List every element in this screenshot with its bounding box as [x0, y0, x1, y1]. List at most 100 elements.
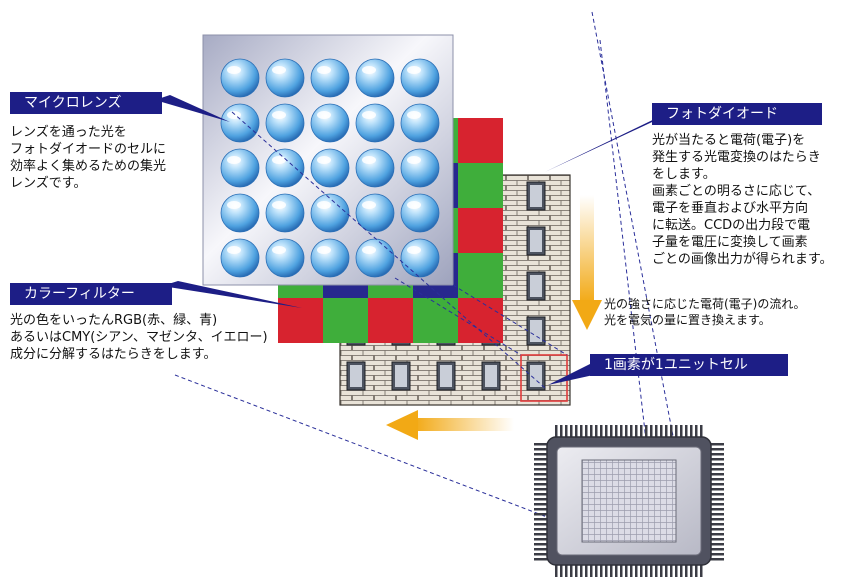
chip-pin — [595, 563, 598, 577]
chip-pin — [645, 563, 648, 577]
charge-flow-description: 光の強さに応じた電荷(電子)の流れ。 光を電気の量に置き換えます。 — [604, 297, 806, 327]
label-pointers — [155, 95, 680, 385]
microlens-highlight — [362, 66, 376, 74]
chip-pin — [675, 563, 678, 577]
chip-pin — [670, 425, 673, 439]
microlens-highlight — [272, 246, 286, 254]
photodiode-cell-window — [530, 230, 542, 252]
chip-pin — [710, 513, 724, 516]
microlens — [265, 148, 305, 188]
chip-pin — [534, 513, 548, 516]
chip-pin — [710, 488, 724, 491]
photodiode-cell-window — [530, 320, 542, 342]
chip-pin — [570, 563, 573, 577]
color-filter-cell — [413, 298, 458, 343]
microlens — [310, 148, 350, 188]
chip-pin — [534, 543, 548, 546]
chip-pin — [534, 488, 548, 491]
microlens-highlight — [227, 66, 241, 74]
chip-pin — [534, 463, 548, 466]
photodiode-cell-window — [350, 365, 362, 387]
chip-pin — [710, 443, 724, 446]
chip-pin — [700, 425, 703, 439]
chip-pin — [534, 533, 548, 536]
microlens-highlight — [227, 156, 241, 164]
chip-pin — [645, 425, 648, 439]
chip-pin — [534, 493, 548, 496]
chip-pin — [610, 425, 613, 439]
microlens — [400, 58, 440, 98]
chip-pin — [560, 425, 563, 439]
chip-pin — [590, 425, 593, 439]
chip-pin — [565, 425, 568, 439]
color-filter-cell — [458, 163, 503, 208]
chip-pin — [615, 425, 618, 439]
chip-pin — [605, 425, 608, 439]
chip-pin — [585, 425, 588, 439]
chip-pin — [690, 425, 693, 439]
chip-pin — [710, 453, 724, 456]
color-filter-cell — [458, 118, 503, 163]
color-filter-label: カラーフィルター — [10, 283, 172, 305]
ccd-chip-package — [534, 425, 724, 577]
microlens-array — [220, 58, 440, 278]
chip-pin — [710, 538, 724, 541]
chip-pin — [605, 563, 608, 577]
microlens-highlight — [317, 111, 331, 119]
chip-pin — [710, 493, 724, 496]
color-filter-cell — [323, 298, 368, 343]
microlens — [310, 238, 350, 278]
microlens — [355, 238, 395, 278]
chip-pin — [710, 458, 724, 461]
chip-pin — [625, 563, 628, 577]
horizontal-transfer-arrow — [386, 410, 514, 440]
chip-pin — [560, 563, 563, 577]
microlens — [400, 193, 440, 233]
photodiode-cell-window — [485, 365, 497, 387]
microlens — [310, 103, 350, 143]
chip-pin — [534, 558, 548, 561]
chip-pin — [610, 563, 613, 577]
chip-pin — [565, 563, 568, 577]
chip-pin — [534, 548, 548, 551]
chip-pin — [590, 563, 593, 577]
microlens — [220, 148, 260, 188]
microlens — [220, 238, 260, 278]
chip-pin — [585, 563, 588, 577]
chip-pin — [695, 563, 698, 577]
microlens — [355, 148, 395, 188]
microlens — [400, 103, 440, 143]
microlens-highlight — [407, 111, 421, 119]
chip-pin — [710, 508, 724, 511]
chip-pin — [710, 553, 724, 556]
microlens-highlight — [227, 246, 241, 254]
microlens — [220, 193, 260, 233]
microlens-highlight — [227, 201, 241, 209]
chip-pin — [630, 425, 633, 439]
chip-pin — [534, 498, 548, 501]
microlens-highlight — [272, 201, 286, 209]
microlens — [310, 193, 350, 233]
microlens-highlight — [407, 201, 421, 209]
color-filter-cell — [458, 253, 503, 298]
chip-pin — [710, 478, 724, 481]
microlens — [400, 238, 440, 278]
photodiode-cell-window — [395, 365, 407, 387]
chip-pin — [650, 563, 653, 577]
chip-pin — [534, 503, 548, 506]
microlens-highlight — [407, 66, 421, 74]
chip-pin — [534, 443, 548, 446]
microlens — [265, 103, 305, 143]
chip-pin — [650, 425, 653, 439]
chip-pin — [555, 563, 558, 577]
chip-pin — [534, 458, 548, 461]
chip-pin — [575, 563, 578, 577]
unit-cell-label: 1画素が1ユニットセル — [590, 354, 788, 376]
chip-pin — [534, 478, 548, 481]
microlens-description: レンズを通った光を フォトダイオードのセルに 効率よく集めるための集光 レンズで… — [10, 125, 167, 191]
chip-pin — [665, 425, 668, 439]
photodiode-description: 光が当たると電荷(電子)を 発生する光電変換のはたらき をします。 画素ごとの明… — [652, 133, 833, 267]
chip-pin — [710, 448, 724, 451]
microlens-highlight — [272, 66, 286, 74]
